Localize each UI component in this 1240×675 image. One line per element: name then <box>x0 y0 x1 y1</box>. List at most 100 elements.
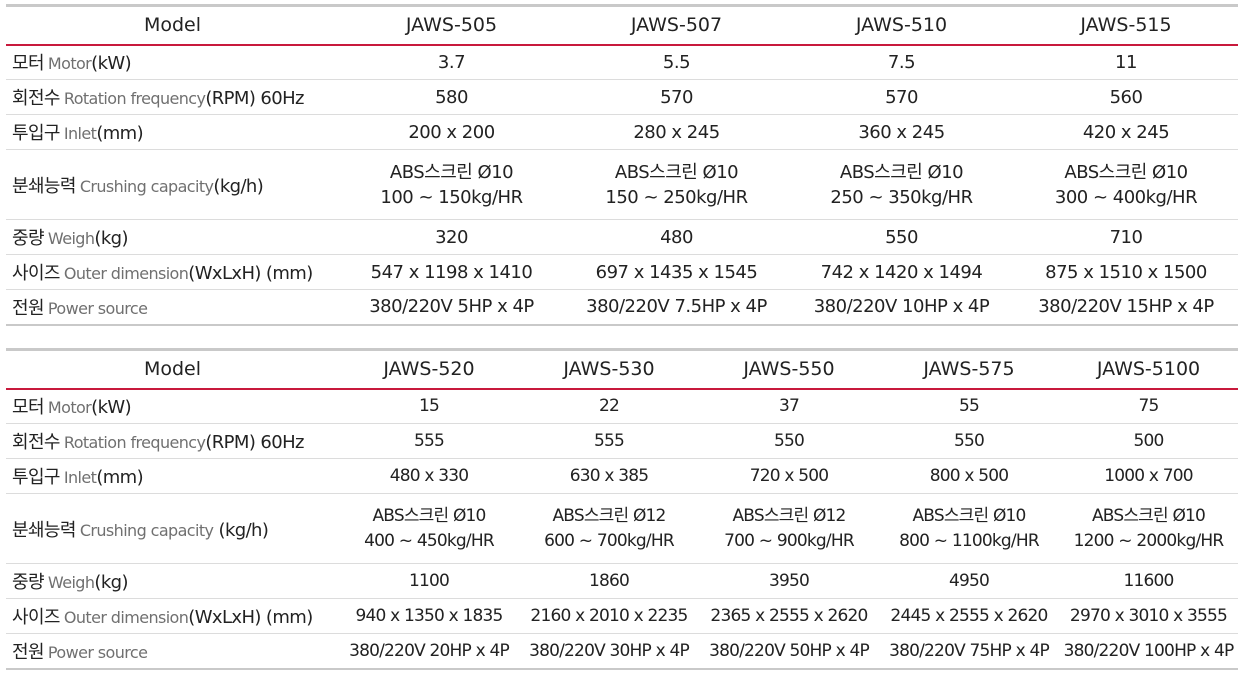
spec-value: 280 x 245 <box>564 114 789 150</box>
spec-value: 380/220V 7.5HP x 4P <box>586 296 767 318</box>
label-en: Outer dimension <box>63 264 189 283</box>
screen-size: ABS스크린 Ø10 <box>389 161 514 183</box>
label-unit: (kW) <box>91 397 132 419</box>
label-en: Rotation frequency <box>63 433 206 452</box>
label-en: Motor <box>47 54 92 74</box>
spec-value: 200 x 200 <box>339 114 564 150</box>
spec-value: 580 <box>339 79 564 115</box>
spec-value: 500 <box>1059 423 1238 459</box>
label-ko: 전원 <box>12 641 45 663</box>
capacity-range: 150 ~ 250kg/HR <box>605 186 748 208</box>
spec-value: 742 x 1420 x 1494 <box>789 254 1014 290</box>
spec-value: 380/220V 50HP x 4P <box>709 640 870 661</box>
spec-value: 550 <box>789 219 1014 255</box>
model-name: JAWS-530 <box>519 349 699 390</box>
spec-value: 7.5 <box>789 44 1014 80</box>
header-row: Model JAWS-520 JAWS-530 JAWS-550 JAWS-57… <box>6 349 1238 390</box>
model-header-label: Model <box>6 5 339 46</box>
model-name: JAWS-575 <box>879 349 1059 390</box>
label-unit: (kg) <box>94 572 128 593</box>
spec-value: 570 <box>564 79 789 115</box>
label-unit: (RPM) 60Hz <box>205 88 304 109</box>
capacity-range: 800 ~ 1100kg/HR <box>899 530 1040 551</box>
model-name: JAWS-507 <box>564 5 789 46</box>
label-unit: (kg/h) <box>218 519 269 541</box>
label-ko: 회전수 <box>12 88 60 109</box>
label-en: Power source <box>47 642 148 662</box>
spec-value: 15 <box>339 388 519 424</box>
screen-size: ABS스크린 Ø10 <box>1064 161 1188 183</box>
spec-table-2: Model JAWS-520 JAWS-530 JAWS-550 JAWS-57… <box>6 348 1238 670</box>
label-unit: (kW) <box>91 53 132 75</box>
spec-value: 3950 <box>699 563 879 599</box>
spec-value: 380/220V 15HP x 4P <box>1038 296 1214 318</box>
label-unit: (WxLxH) (mm) <box>188 607 313 628</box>
spec-value: 1860 <box>519 563 699 599</box>
model-name: JAWS-550 <box>699 349 879 390</box>
spec-value: 22 <box>519 388 699 424</box>
header-row: Model JAWS-505 JAWS-507 JAWS-510 JAWS-51… <box>6 5 1238 46</box>
spec-value: 560 <box>1014 79 1238 115</box>
spec-value: 37 <box>699 388 879 424</box>
spec-value: 570 <box>789 79 1014 115</box>
label-ko: 분쇄능력 <box>12 519 76 541</box>
screen-size: ABS스크린 Ø10 <box>912 505 1026 526</box>
label-ko: 중량 <box>12 572 45 593</box>
model-name: JAWS-510 <box>789 5 1014 46</box>
model-name: JAWS-515 <box>1014 5 1238 46</box>
label-en: Weigh <box>47 573 95 592</box>
screen-size: ABS스크린 Ø12 <box>552 505 666 526</box>
spec-value: 800 x 500 <box>879 458 1059 494</box>
spec-value: 1000 x 700 <box>1059 458 1238 494</box>
capacity-range: 700 ~ 900kg/HR <box>724 530 855 551</box>
spec-value: 75 <box>1059 388 1238 424</box>
label-unit: (kg) <box>94 228 128 249</box>
model-name: JAWS-520 <box>339 349 519 390</box>
spec-value: 1100 <box>339 563 519 599</box>
label-ko: 중량 <box>12 228 45 249</box>
label-ko: 전원 <box>12 297 45 319</box>
spec-table-1: Model JAWS-505 JAWS-507 JAWS-510 JAWS-51… <box>6 4 1238 326</box>
spec-value: 55 <box>879 388 1059 424</box>
spec-value: 380/220V 75HP x 4P <box>889 640 1050 661</box>
capacity-range: 400 ~ 450kg/HR <box>364 530 495 551</box>
capacity-cell: ABS스크린 Ø12 600 ~ 700kg/HR <box>519 493 699 564</box>
label-en: Rotation frequency <box>63 89 206 108</box>
spec-value: 320 <box>339 219 564 255</box>
capacity-range: 100 ~ 150kg/HR <box>380 186 523 208</box>
spec-value: 380/220V 30HP x 4P <box>529 640 690 661</box>
spec-value: 550 <box>879 423 1059 459</box>
label-ko: 모터 <box>12 397 45 419</box>
spec-value: 720 x 500 <box>699 458 879 494</box>
capacity-range: 600 ~ 700kg/HR <box>544 530 675 551</box>
capacity-cell: ABS스크린 Ø10 300 ~ 400kg/HR <box>1014 149 1238 220</box>
capacity-range: 300 ~ 400kg/HR <box>1054 186 1198 208</box>
spec-value: 875 x 1510 x 1500 <box>1014 254 1238 290</box>
capacity-cell: ABS스크린 Ø10 100 ~ 150kg/HR <box>339 149 564 220</box>
label-en: Crushing capacity <box>79 520 214 540</box>
label-en: Power source <box>47 298 148 318</box>
